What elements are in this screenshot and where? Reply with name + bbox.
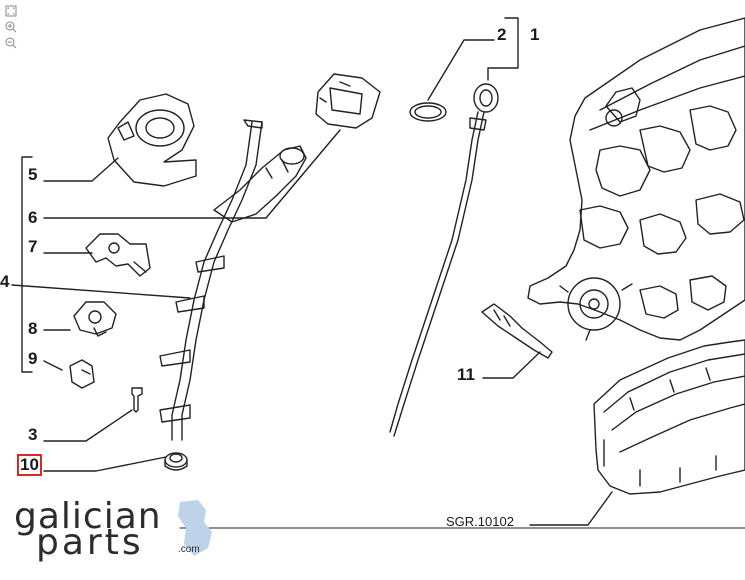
callout-11[interactable]: 11: [457, 365, 475, 384]
leader-11: [482, 351, 541, 379]
oil-pan: [593, 339, 745, 495]
part-3: [131, 387, 143, 413]
leader-2: [427, 39, 495, 101]
callout-1[interactable]: 1: [530, 25, 540, 44]
drawing-reference: SGR.10102: [446, 514, 514, 529]
leader-9: [43, 360, 63, 371]
part-8: [73, 301, 117, 335]
callout-10-highlighted[interactable]: 10: [17, 454, 42, 476]
leader-5: [43, 157, 119, 182]
logo-accent-shape: [178, 500, 212, 556]
leader-4: [11, 284, 191, 299]
callout-3[interactable]: 3: [28, 425, 38, 444]
callout-2[interactable]: 2: [497, 25, 507, 44]
logo-text-com: .com: [178, 544, 200, 555]
callout-8[interactable]: 8: [28, 319, 38, 338]
callout-9[interactable]: 9: [28, 349, 38, 368]
ref-underline: [529, 491, 613, 526]
part-5: [107, 93, 197, 187]
zoom-in-icon[interactable]: [4, 20, 18, 34]
leader-6: [43, 129, 341, 219]
part-1-handle: [473, 83, 499, 113]
zoom-out-icon[interactable]: [4, 36, 18, 50]
viewer-toolbar: [4, 4, 20, 52]
leader-10: [43, 456, 167, 472]
logo-text-parts: parts: [36, 522, 144, 563]
part-7: [85, 233, 151, 277]
fit-icon[interactable]: [4, 4, 18, 18]
logo-text-galician: galician: [14, 496, 162, 537]
part-10: [164, 452, 188, 468]
callout-5[interactable]: 5: [28, 165, 38, 184]
group-bracket-left: [21, 156, 33, 373]
engine-block: [527, 17, 745, 341]
callout-7[interactable]: 7: [28, 237, 38, 256]
bracket-1-2: [487, 17, 519, 81]
dipstick-tube: [171, 121, 253, 441]
part-11: [481, 303, 553, 359]
part-9: [69, 359, 95, 389]
callout-6[interactable]: 6: [28, 208, 38, 227]
part-6: [315, 73, 381, 129]
part-2: [409, 102, 447, 122]
galicianparts-logo[interactable]: galician parts .com: [10, 498, 220, 562]
callout-4[interactable]: 4: [0, 272, 10, 291]
part-1-stem: [389, 111, 479, 433]
leader-3: [43, 409, 133, 442]
